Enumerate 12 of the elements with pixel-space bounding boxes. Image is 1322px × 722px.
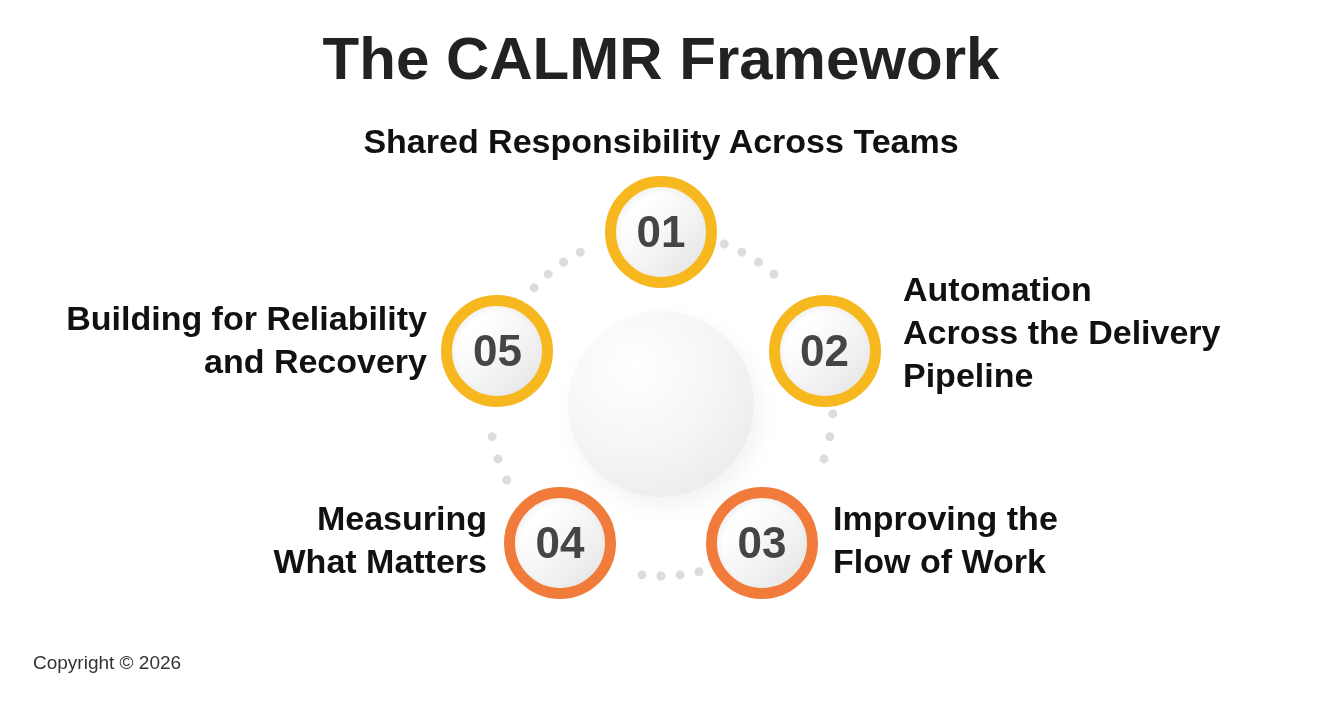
title: The CALMR Framework: [322, 24, 1000, 94]
step-label: Measuring What Matters: [273, 498, 487, 582]
step-number: 04: [535, 521, 585, 566]
step-number: 01: [636, 210, 686, 254]
step-label: Automation Across the Delivery Pipeline: [903, 269, 1221, 396]
copyright-note: Copyright © 2026: [33, 651, 182, 675]
step-number: 03: [737, 521, 787, 566]
step-number: 05: [472, 328, 522, 373]
step-label: Shared Responsibility Across Teams: [363, 121, 959, 162]
step-number: 02: [800, 328, 850, 373]
step-label: Building for Reliability and Recovery: [66, 298, 427, 382]
step-label: Improving the Flow of Work: [833, 498, 1058, 582]
